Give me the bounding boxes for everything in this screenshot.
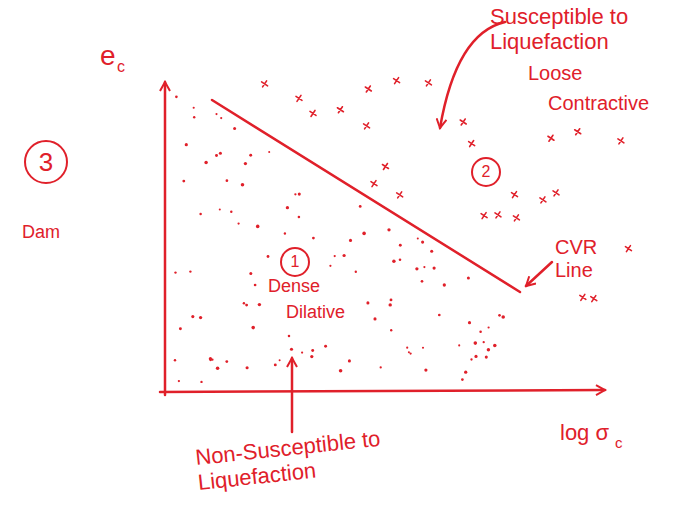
- annotation-label: Non-Susceptible to Liquefaction: [194, 419, 448, 495]
- annotation-label: e: [100, 40, 116, 72]
- dense-dots: [174, 95, 505, 383]
- annotation-label: Contractive: [548, 92, 649, 115]
- cvr-line: [212, 100, 520, 292]
- callout-circle: 3: [24, 140, 68, 184]
- annotation-label: Dilative: [286, 302, 345, 323]
- annotation-label: Dam: [22, 222, 60, 243]
- callout-number: 1: [291, 254, 300, 270]
- annotation-label: log σ: [560, 420, 609, 445]
- callout-number: 2: [482, 164, 491, 180]
- annotation-label: Dense: [268, 276, 320, 297]
- annotation-label: Susceptible to Liquefaction: [490, 4, 650, 55]
- annotation-label: CVR Line: [555, 236, 615, 282]
- callout-circle: 1: [280, 247, 310, 277]
- leader-arrow: [291, 358, 294, 432]
- annotation-label: Loose: [528, 62, 583, 85]
- annotation-label: c: [615, 434, 623, 451]
- x-axis: [160, 390, 605, 392]
- annotation-label: c: [117, 58, 125, 76]
- callout-number: 3: [39, 149, 53, 175]
- callout-circle: 2: [471, 157, 501, 187]
- leader-arrow: [526, 262, 552, 286]
- y-axis: [164, 82, 167, 395]
